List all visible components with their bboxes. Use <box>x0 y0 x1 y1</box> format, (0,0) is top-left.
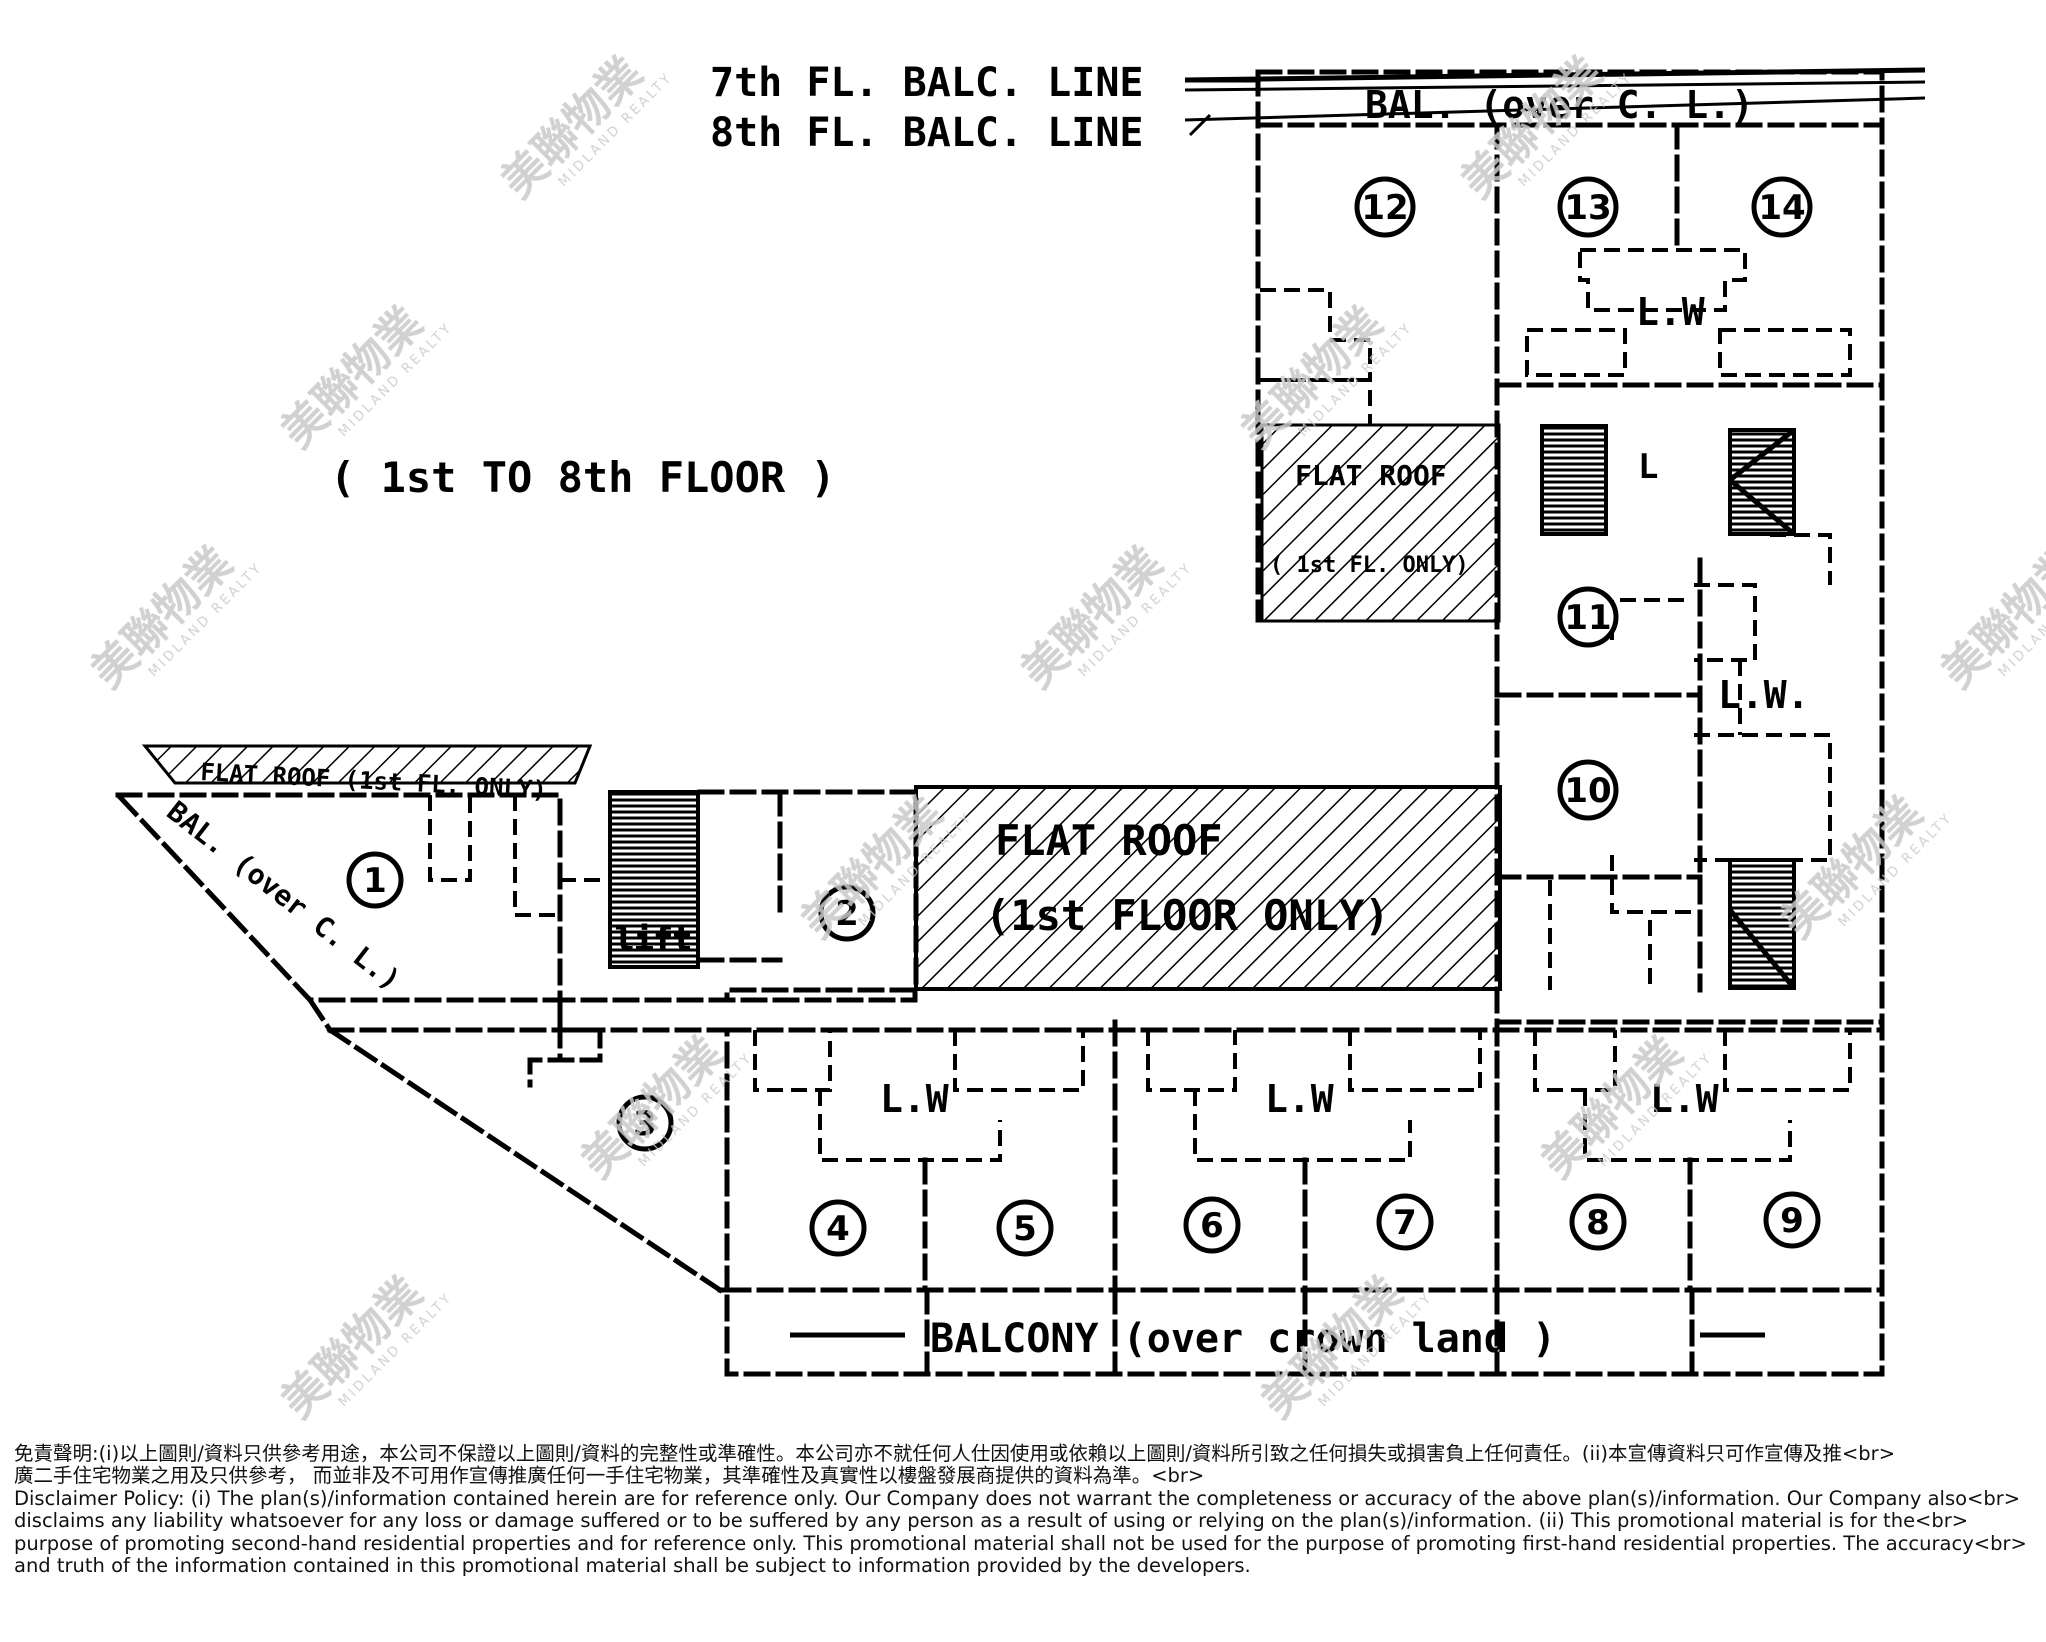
unit-8: 8 <box>1569 1193 1627 1251</box>
svg-text:3: 3 <box>633 1104 657 1144</box>
unit-11: 11 <box>1557 586 1619 648</box>
svg-text:10: 10 <box>1564 771 1611 811</box>
svg-text:1: 1 <box>363 861 387 901</box>
svg-text:11: 11 <box>1564 598 1611 638</box>
lw-label-units-6-7: L.W <box>1265 1077 1334 1121</box>
unit-13: 13 <box>1557 176 1619 238</box>
flat-roof-hatched-areas <box>141 423 1502 991</box>
unit-2: 2 <box>818 884 876 942</box>
stair-lift-cores <box>608 424 1796 990</box>
lift-small-label: L <box>1638 447 1658 487</box>
building-outline <box>112 69 1885 1377</box>
unit-10: 10 <box>1557 759 1619 821</box>
svg-text:13: 13 <box>1564 188 1611 228</box>
flat-roof-main-sublabel: (1st FLOOR ONLY) <box>985 891 1390 940</box>
svg-text:6: 6 <box>1200 1206 1224 1246</box>
unit-12: 12 <box>1354 176 1416 238</box>
svg-text:5: 5 <box>1013 1209 1037 1249</box>
flat-roof-right-label: FLAT ROOF <box>1295 459 1447 492</box>
disclaimer-line: 廣二手住宅物業之用及只供參考， 而並非及不可用作宣傳推廣任何一手住宅物業，其準確… <box>14 1465 1205 1488</box>
lw-label-right-tower: L.W. <box>1718 673 1810 717</box>
disclaimer-line: 免責聲明:(i)以上圖則/資料只供參考用途，本公司不保證以上圖則/資料的完整性或… <box>14 1443 1896 1465</box>
unit-9: 9 <box>1763 1191 1821 1249</box>
flat-roof-right-sublabel: ( 1st FL. ONLY) <box>1270 553 1469 578</box>
svg-text:9: 9 <box>1780 1201 1804 1241</box>
balc-line-7-label: 7th FL. BALC. LINE <box>710 60 1143 106</box>
floor-range-label: ( 1st TO 8th FLOOR ) <box>330 453 836 502</box>
disclaimer-line: disclaims any liability whatsoever for a… <box>14 1510 1969 1533</box>
unit-6: 6 <box>1183 1196 1241 1254</box>
svg-text:美聯物業: 美聯物業 <box>1932 537 2046 698</box>
balcony-lines-top <box>1184 67 1926 137</box>
disclaimer: 免責聲明:(i)以上圖則/資料只供參考用途，本公司不保證以上圖則/資料的完整性或… <box>14 1443 2034 1577</box>
balc-line-8-label: 8th FL. BALC. LINE <box>710 110 1143 156</box>
disclaimer-line: Disclaimer Policy: (i) The plan(s)/infor… <box>14 1487 2021 1510</box>
svg-text:14: 14 <box>1758 188 1805 228</box>
flat-roof-main-label: FLAT ROOF <box>995 816 1223 865</box>
unit-5: 5 <box>996 1199 1054 1257</box>
unit-7: 7 <box>1376 1193 1434 1251</box>
unit-14: 14 <box>1751 176 1813 238</box>
lift-label: lift <box>615 920 692 958</box>
balcony-bottom-label: BALCONY (over crown land ) <box>930 1316 1556 1362</box>
svg-text:12: 12 <box>1361 188 1408 228</box>
unit-3: 3 <box>616 1094 674 1152</box>
floor-plan: 7th FL. BALC. LINE 8th FL. BALC. LINE BA… <box>82 47 2046 1425</box>
disclaimer-line: and truth of the information contained i… <box>14 1555 1251 1578</box>
svg-text:8: 8 <box>1586 1203 1610 1243</box>
svg-text:7: 7 <box>1393 1203 1417 1243</box>
lw-label-upper: L.W <box>1636 290 1705 334</box>
bal-top-label: BAL. (over C. L.) <box>1365 83 1754 127</box>
room-details <box>753 248 1852 1162</box>
svg-text:2: 2 <box>835 894 859 934</box>
lw-label-units-8-9: L.W <box>1650 1077 1719 1121</box>
svg-text:4: 4 <box>826 1209 850 1249</box>
unit-4: 4 <box>809 1199 867 1257</box>
unit-1: 1 <box>346 851 404 909</box>
disclaimer-line: purpose of promoting second-hand residen… <box>14 1532 2027 1555</box>
lw-label-units-4-5: L.W <box>880 1077 949 1121</box>
